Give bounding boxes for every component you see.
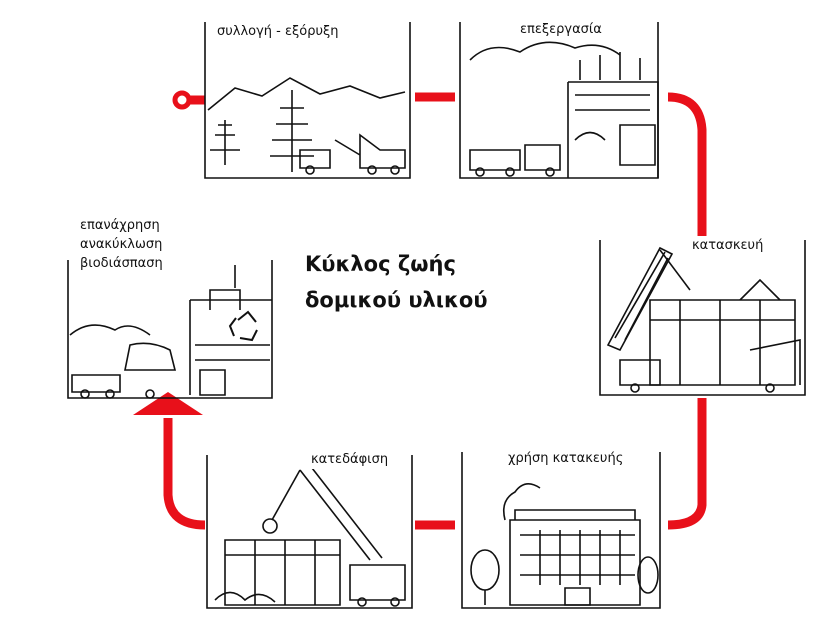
stage-label-construction: κατασκευή [692,236,764,255]
stage-label-use: χρήση κατακευής [508,449,624,468]
stage-label-demolition: κατεδάφιση [311,450,389,469]
stage-label-recycling: επανάχρηση ανακύκλωση βιοδιάσπαση [80,216,163,273]
stage-demolition-illustration [206,455,413,609]
stage-label-recycling-line-1: επανάχρηση [80,218,160,233]
stage-extraction-illustration [204,22,411,179]
stage-label-recycling-line-2: ανακύκλωση [80,237,163,252]
stage-use-illustration [461,452,661,609]
recycle-icon [228,310,258,342]
diagram-title-line-1: Κύκλος ζωής [305,252,456,276]
stage-recycling-illustration [67,260,273,399]
cycle-path [163,92,707,530]
stage-label-processing: επεξεργασία [520,20,602,39]
stage-construction-illustration [599,240,806,396]
cycle-start-node [172,90,192,110]
stage-label-extraction: συλλογή - εξόρυξη [217,22,339,41]
diagram-title-line-2: δομικού υλικού [305,288,488,312]
cycle-arrowhead [133,392,203,415]
diagram-title: Κύκλος ζωής δομικού υλικού [305,246,488,318]
stage-label-recycling-line-3: βιοδιάσπαση [80,256,163,271]
stage-processing-illustration [459,22,659,179]
